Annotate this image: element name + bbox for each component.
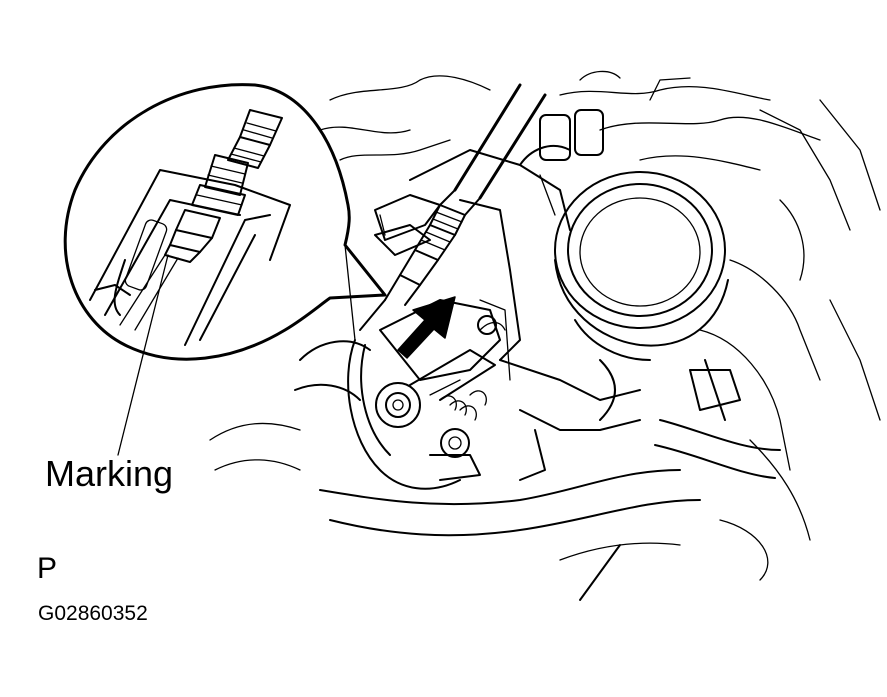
throttle-body-bore — [554, 171, 729, 361]
cable-adjuster-threads — [414, 204, 466, 261]
view-code-label: P — [37, 552, 57, 585]
marking-leader-line — [117, 254, 169, 456]
hoses — [209, 340, 781, 601]
pull-direction-arrow — [397, 296, 456, 359]
throttle-body-housing — [409, 109, 741, 421]
lever-leader-line — [344, 244, 356, 341]
marking-label: Marking — [45, 453, 173, 494]
cable-bracket — [374, 194, 441, 256]
throttle-return-spring — [439, 390, 487, 421]
detail-callout — [63, 83, 387, 361]
engine-background-lines — [319, 70, 881, 581]
throttle-lever — [347, 299, 506, 490]
figure-id-label: G02860352 — [38, 602, 148, 625]
throttle-cable — [359, 83, 547, 331]
detail-adjuster — [164, 109, 283, 263]
